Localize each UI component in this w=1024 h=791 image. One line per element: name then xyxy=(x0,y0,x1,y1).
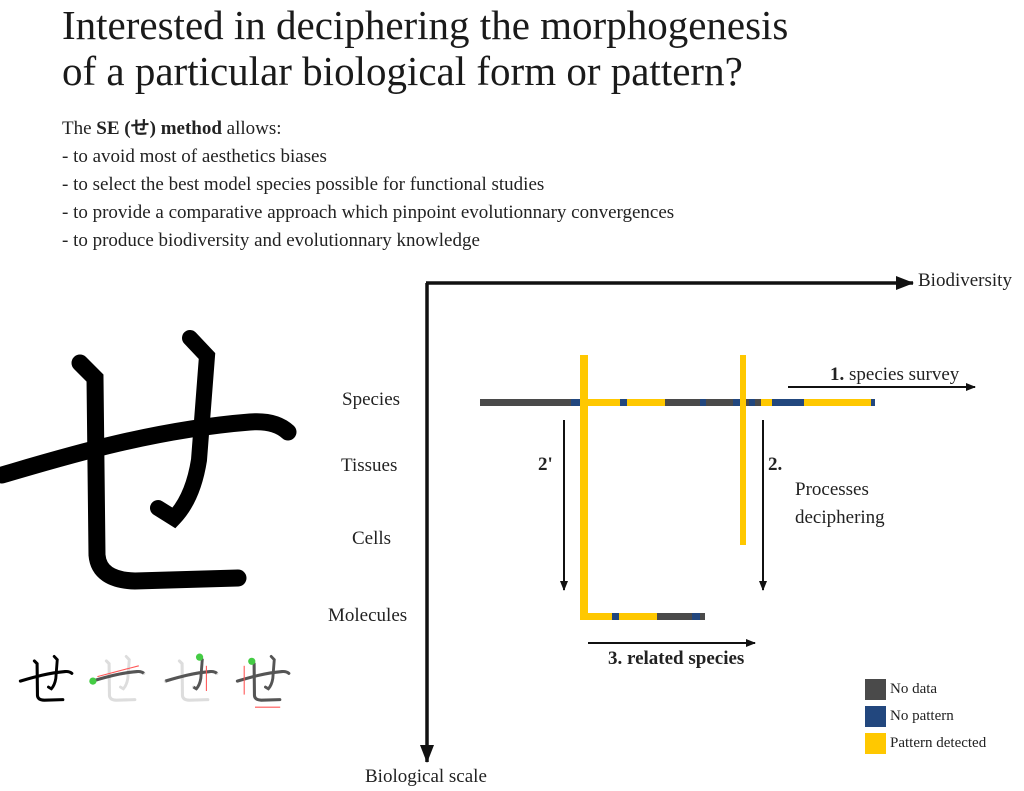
title-line-2: of a particular biological form or patte… xyxy=(62,48,743,94)
bullet-3: - to provide a comparative approach whic… xyxy=(62,202,675,223)
segment-no-pattern xyxy=(749,399,755,406)
segment-pattern xyxy=(580,399,620,406)
step-1-text: species survey xyxy=(844,364,960,385)
legend-swatch-pattern xyxy=(865,733,886,754)
legend-label-no-data: No data xyxy=(890,681,938,697)
se-glyph-large xyxy=(2,338,288,581)
intro-prefix: The xyxy=(62,118,97,139)
processes-vertical-bar xyxy=(740,355,746,545)
segment-no-pattern xyxy=(871,399,875,406)
level-cells: Cells xyxy=(352,528,392,549)
processes-label-1: Processes xyxy=(795,479,869,500)
segment-no-pattern xyxy=(733,399,740,406)
molecules-bar xyxy=(580,613,705,620)
segment-no-data xyxy=(755,399,761,406)
method-name: SE (せ) method xyxy=(96,118,222,139)
intro-line: The SE (せ) method allows: xyxy=(62,115,282,143)
segment-no-data xyxy=(700,613,705,620)
step-1-label: 1. species survey xyxy=(830,364,959,386)
step-1-number: 1. xyxy=(830,364,845,385)
biological-scale-label: Biological scale xyxy=(365,766,487,787)
species-bar xyxy=(480,399,875,406)
legend-swatch-no-data xyxy=(865,679,886,700)
segment-no-pattern xyxy=(692,613,700,620)
legend-label-no-pattern: No pattern xyxy=(890,708,954,724)
related-species-vertical-bar xyxy=(580,355,588,620)
intro-suffix: allows: xyxy=(221,118,282,139)
segment-no-data xyxy=(665,399,700,406)
stroke-order-step-3 xyxy=(235,654,291,708)
processes-label-2: deciphering xyxy=(795,507,885,528)
step-2prime-label: 2' xyxy=(538,454,553,475)
level-tissues: Tissues xyxy=(341,455,398,476)
stroke-order-step-0 xyxy=(18,654,74,702)
segment-no-pattern xyxy=(612,613,619,620)
segment-no-pattern xyxy=(772,399,804,406)
stroke-order-step-1 xyxy=(89,654,146,702)
level-molecules: Molecules xyxy=(328,605,408,626)
segment-no-pattern xyxy=(571,399,580,406)
segment-no-data xyxy=(657,613,692,620)
segment-pattern xyxy=(619,613,657,620)
segment-pattern xyxy=(804,399,871,406)
step-3-label: 3. related species xyxy=(608,648,745,669)
bullet-2: - to select the best model species possi… xyxy=(62,174,545,195)
segment-no-data xyxy=(746,399,749,406)
segment-pattern xyxy=(580,613,612,620)
segment-no-pattern xyxy=(620,399,627,406)
bullet-4: - to produce biodiversity and evolutionn… xyxy=(62,230,480,251)
title-line-1: Interested in deciphering the morphogene… xyxy=(62,2,789,48)
segment-no-pattern xyxy=(700,399,706,406)
segment-pattern xyxy=(627,399,665,406)
legend-swatch-no-pattern xyxy=(865,706,886,727)
step-2-label: 2. xyxy=(768,454,783,475)
segment-no-data xyxy=(706,399,733,406)
biodiversity-label: Biodiversity xyxy=(918,270,1012,291)
segment-pattern xyxy=(761,399,772,406)
stroke-order-step-2 xyxy=(163,653,219,702)
bullet-1: - to avoid most of aesthetics biases xyxy=(62,146,327,167)
level-species: Species xyxy=(342,389,401,410)
stroke-order xyxy=(18,653,291,708)
segment-no-data xyxy=(480,399,571,406)
legend-label-pattern: Pattern detected xyxy=(890,735,987,751)
